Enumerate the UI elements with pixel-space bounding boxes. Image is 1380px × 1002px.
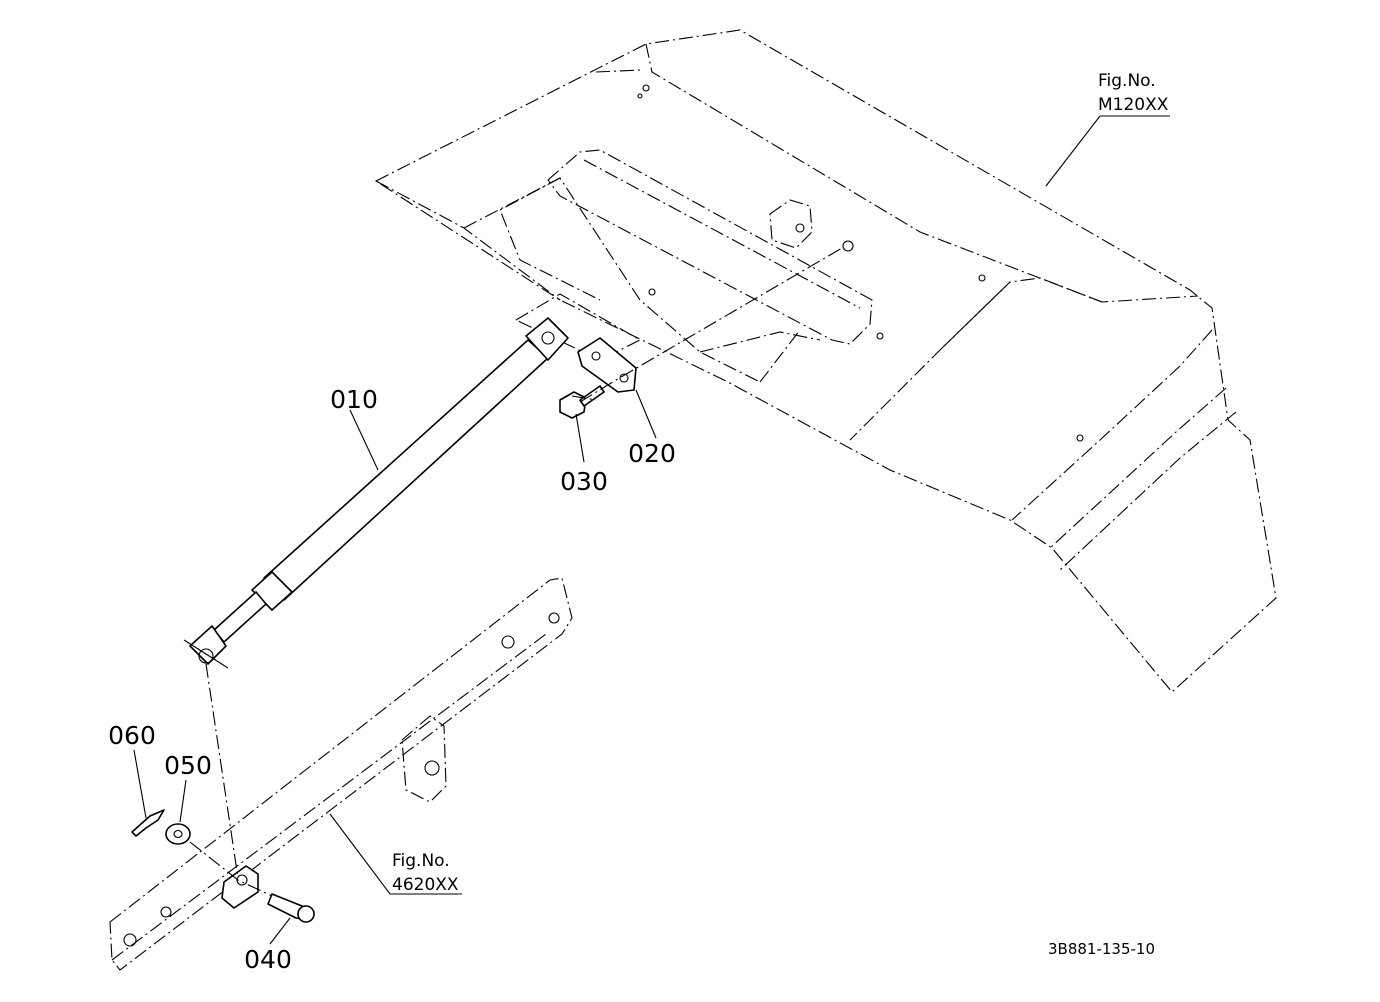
frame-ref-line1: Fig.No.	[392, 851, 450, 871]
hood-ref-line2: M120XX	[1098, 95, 1169, 115]
washer-050	[165, 823, 191, 845]
lower-pivot-bracket	[221, 865, 259, 909]
callout-020: 020	[628, 439, 676, 468]
hood-outline	[374, 29, 1277, 693]
bracket-020	[577, 337, 637, 393]
callout-030: 030	[560, 467, 608, 496]
gas-spring-010	[183, 317, 569, 669]
callout-010: 010	[330, 385, 378, 414]
leader-lines	[133, 115, 1170, 945]
pin-040	[267, 893, 315, 923]
callout-060: 060	[108, 721, 156, 750]
hood-ref-line1: Fig.No.	[1098, 71, 1156, 91]
clip-060	[131, 809, 165, 837]
drawing-code: 3B881-135-10	[1048, 940, 1155, 958]
assembly-lines	[189, 247, 843, 897]
callout-040: 040	[244, 945, 292, 974]
frame-outline	[109, 577, 573, 971]
callout-050: 050	[164, 751, 212, 780]
frame-ref-line2: 4620XX	[392, 875, 459, 895]
bolt-030	[559, 385, 605, 419]
